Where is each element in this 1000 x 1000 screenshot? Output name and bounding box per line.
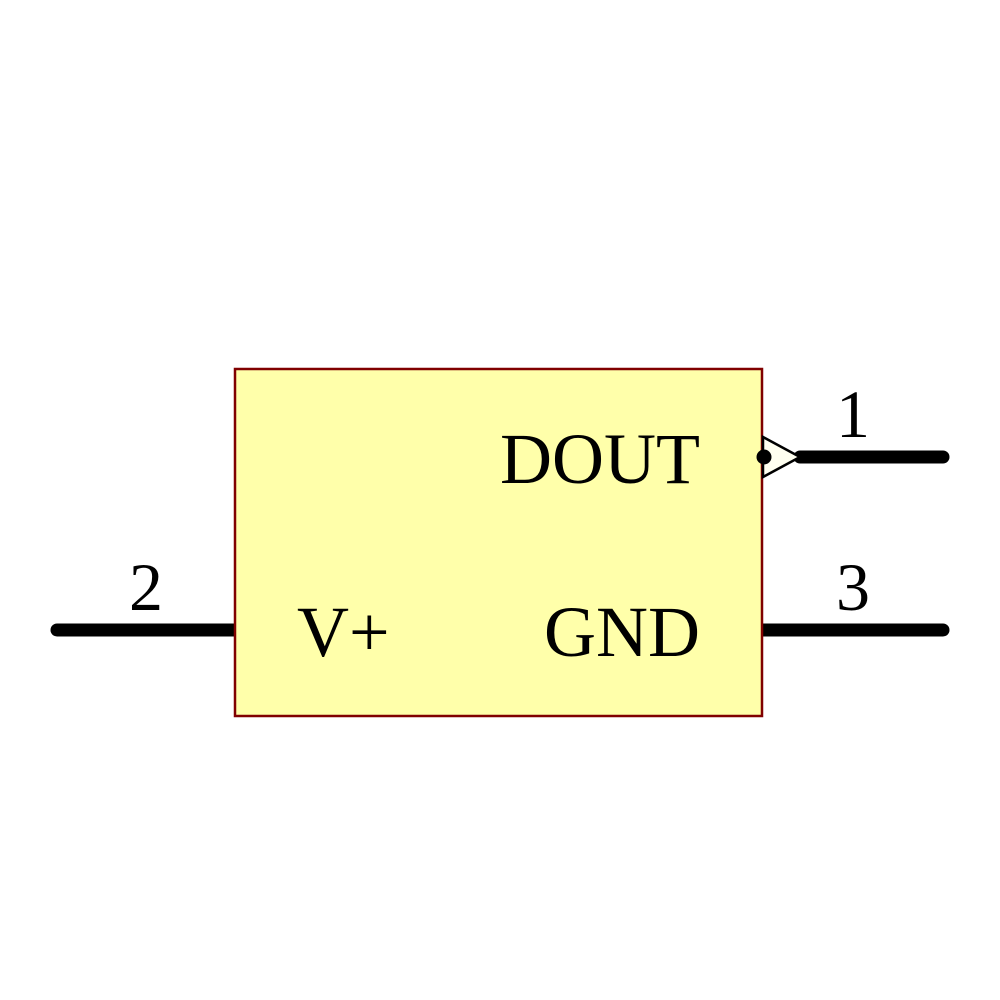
pin-number-1: 1 (836, 376, 870, 452)
component-body[interactable] (233, 367, 764, 718)
pin-label-gnd: GND (544, 592, 700, 672)
pin-1-connection-dot-icon (756, 449, 772, 465)
pin-number-3: 3 (836, 549, 870, 625)
pin-label-vplus: V+ (297, 592, 390, 672)
pin-number-2: 2 (129, 549, 163, 625)
pin-label-dout: DOUT (500, 419, 700, 499)
